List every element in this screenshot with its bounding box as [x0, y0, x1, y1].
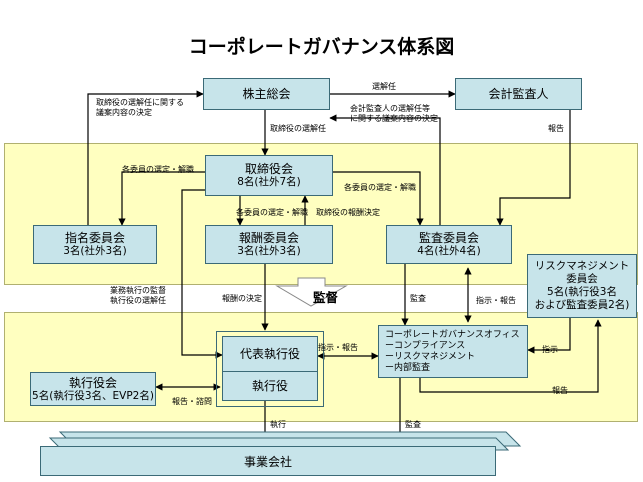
label-auditor-appointment: 選解任 [372, 82, 396, 91]
officers-frame [216, 331, 324, 407]
nomination-committee-box: 指名委員会 3名(社外3名) [33, 225, 157, 264]
shareholders-meeting-box: 株主総会 [203, 78, 330, 110]
label-supervision-line2: 執行役の選解任 [110, 296, 166, 305]
label-director-election: 取締役の選解任 [270, 124, 326, 133]
label-comp-decision2: 報酬の決定 [222, 294, 262, 303]
label-audit: 監査 [410, 294, 426, 303]
office-item-compliance: ーコンプライアンス [385, 340, 466, 351]
risk-name-2: 委員会 [566, 273, 598, 285]
audit-name: 監査委員会 [418, 231, 479, 245]
compensation-name: 報酬委員会 [238, 231, 299, 245]
shareholders-meeting-label: 株主総会 [242, 87, 291, 101]
nomination-name: 指名委員会 [64, 231, 125, 245]
exec-committee-detail: 5名(執行役3名、EVP2名) [32, 389, 154, 402]
label-audit-bottom: 監査 [405, 420, 421, 429]
nomination-detail: 3名(社外3名) [63, 245, 127, 257]
board-name: 取締役会 [244, 162, 293, 176]
business-company-label: 事業会社 [243, 454, 292, 469]
risk-detail-1: 5名(執行役3名 [547, 286, 617, 298]
board-of-directors-box: 取締役会 8名(社外7名) [205, 155, 333, 196]
label-kantoku: 監督 [313, 290, 339, 305]
officers-label: 執行役 [251, 379, 288, 393]
label-instruct-report-right: 指示・報告 [476, 296, 516, 305]
office-item-internal-audit: ー内部監査 [385, 362, 431, 373]
accounting-auditor-box: 会計監査人 [455, 78, 582, 110]
label-auditor-proposal: 会計監査人の選解任等 に関する議案内容の決定 [350, 104, 438, 124]
audit-detail: 4名(社外4名) [417, 245, 481, 257]
office-item-risk: ーリスクマネジメント [385, 351, 476, 362]
executive-officers-box: 執行役 [222, 371, 318, 401]
label-instruct-report-mid: 指示・報告 [318, 343, 358, 352]
label-director-election-proposal: 取締役の選解任に関する 議案内容の決定 [96, 98, 184, 118]
page-title: コーポレートガバナンス体系図 [188, 36, 455, 58]
label-compensation-decision: 取締役の報酬決定 [316, 208, 380, 217]
label-member-select-mid: 各委員の選定・解職 [236, 208, 308, 217]
compensation-detail: 3名(社外3名) [237, 245, 301, 257]
label-report-right: 報告 [552, 386, 568, 395]
exec-committee-name: 執行役会 [68, 375, 117, 390]
label-director-election-proposal-line2: 議案内容の決定 [96, 108, 152, 117]
label-auditor-proposal-line1: 会計監査人の選解任等 [350, 104, 430, 113]
label-supervision-line1: 業務執行の監督 [110, 286, 166, 295]
label-member-select-left: 各委員の選定・解職 [122, 165, 194, 174]
ceo-label: 代表執行役 [239, 347, 300, 361]
risk-detail-2: および監査委員2名) [534, 299, 630, 311]
label-instruct: 指示 [542, 345, 558, 354]
label-report-consult: 報告・諮問 [172, 397, 212, 406]
executive-committee-box: 執行役会 5名(執行役3名、EVP2名) [30, 372, 156, 406]
accounting-auditor-label: 会計監査人 [488, 87, 549, 101]
office-name: コーポレートガバナンスオフィス [385, 329, 520, 340]
label-member-select-right: 各委員の選定・解職 [344, 183, 416, 192]
representative-executive-officer-box: 代表執行役 [222, 336, 318, 372]
label-supervision: 業務執行の監督 執行役の選解任 [110, 286, 166, 306]
label-auditor-proposal-line2: に関する議案内容の決定 [350, 114, 438, 123]
corporate-governance-office-box: コーポレートガバナンスオフィス ーコンプライアンス ーリスクマネジメント ー内部… [378, 325, 528, 378]
board-detail: 8名(社外7名) [237, 176, 301, 188]
risk-name-1: リスクマネジメント [534, 260, 630, 272]
label-report-top: 報告 [548, 124, 564, 133]
risk-management-committee-box: リスクマネジメント 委員会 5名(執行役3名 および監査委員2名) [527, 254, 637, 318]
compensation-committee-box: 報酬委員会 3名(社外3名) [205, 225, 333, 264]
label-director-election-proposal-line1: 取締役の選解任に関する [96, 98, 184, 107]
label-execution: 執行 [270, 420, 286, 429]
audit-committee-box: 監査委員会 4名(社外4名) [386, 225, 512, 264]
business-company-box: 事業会社 [40, 446, 496, 476]
